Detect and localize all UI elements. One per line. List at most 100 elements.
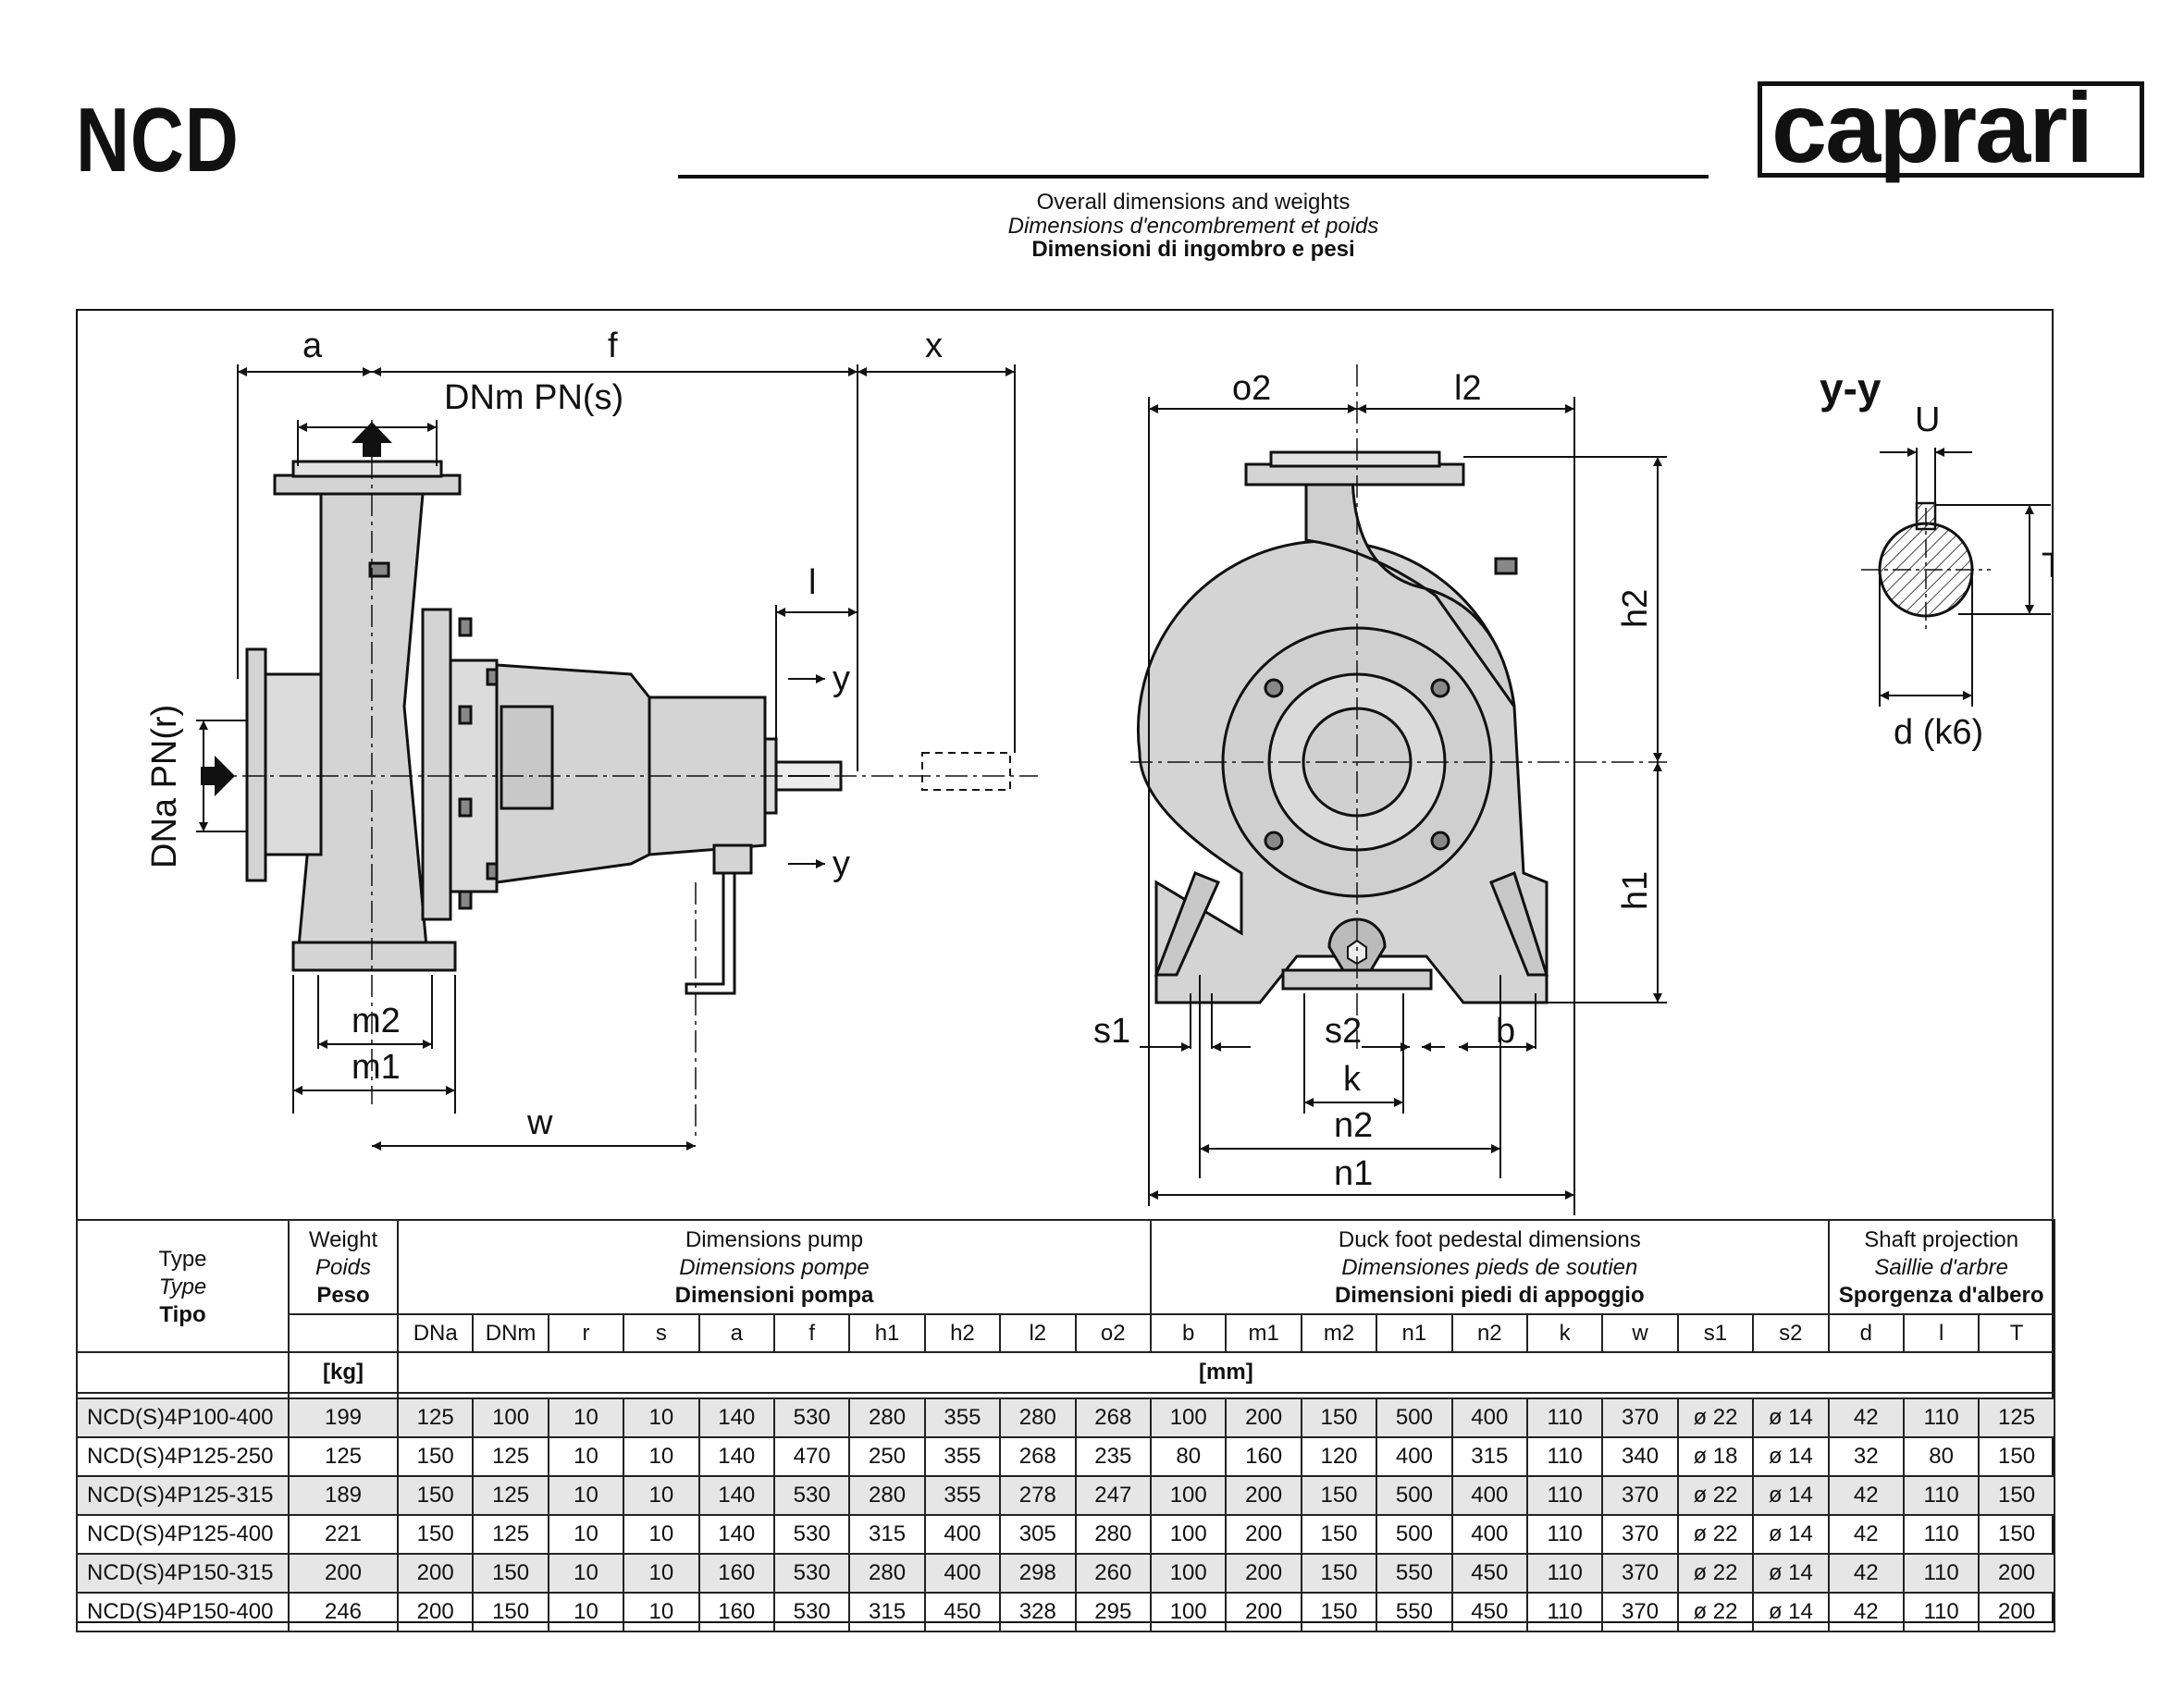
table-cell: 280 [848, 1553, 926, 1594]
table-cell: 125 [1978, 1397, 2055, 1438]
column-header: m2 [1300, 1313, 1378, 1353]
pump-type-cell: NCD(S)4P150-315 [76, 1553, 290, 1594]
table-cell: 42 [1827, 1592, 1905, 1632]
table-cell: 268 [1074, 1397, 1153, 1438]
label-h1: h1 [1616, 871, 1655, 910]
table-cell: 150 [1300, 1475, 1378, 1516]
table-cell: 100 [1150, 1553, 1228, 1594]
table-cell: 328 [999, 1592, 1077, 1632]
table-cell: 10 [623, 1553, 700, 1594]
table-cell: 200 [1978, 1592, 2055, 1632]
table-cell: 500 [1376, 1475, 1453, 1516]
model-title: NCD [76, 89, 240, 191]
table-cell: 110 [1902, 1514, 1980, 1555]
table-cell: 32 [1827, 1436, 1905, 1477]
technical-drawing: a f x DNm PN(s) DNa PN(r) l y y m2 m1 w [145, 326, 2054, 1215]
label-n2: n2 [1334, 1106, 1373, 1145]
table-cell: 355 [923, 1397, 1002, 1438]
table-cell: 370 [1601, 1397, 1679, 1438]
column-header: h2 [923, 1313, 1002, 1353]
suction-flange [245, 647, 267, 882]
table-cell: 370 [1601, 1553, 1679, 1594]
label-w: w [526, 1103, 553, 1142]
table-cell: 150 [1300, 1514, 1378, 1555]
column-header: s [623, 1313, 700, 1353]
table-cell: 268 [999, 1436, 1077, 1477]
table-cell: 100 [1150, 1514, 1228, 1555]
table-cell: 150 [1978, 1514, 2055, 1555]
table-cell: 200 [396, 1553, 475, 1594]
table-cell: 280 [848, 1397, 926, 1438]
column-header: n1 [1376, 1313, 1453, 1353]
column-header: T [1978, 1313, 2055, 1353]
table-cell: 221 [288, 1514, 399, 1555]
table-cell: 295 [1074, 1592, 1153, 1632]
table-cell: 200 [1225, 1514, 1302, 1555]
suction-arrow-icon [201, 756, 235, 796]
label-o2: o2 [1232, 369, 1271, 408]
table-cell: 110 [1525, 1553, 1604, 1594]
column-header: DNa [396, 1313, 475, 1353]
table-cell: 160 [1225, 1436, 1302, 1477]
column-header: d [1827, 1313, 1905, 1353]
discharge-arrow-icon [352, 422, 392, 457]
pump-base [291, 941, 457, 972]
table-cell: 530 [772, 1475, 851, 1516]
subtitle-french: Dimensions d'encombrement et poids [1007, 214, 1379, 239]
label-l2: l2 [1454, 369, 1482, 408]
label-s2: s2 [1325, 1012, 1362, 1051]
table-cell: 150 [396, 1514, 475, 1555]
shaft-section: y-y U T d (k6) [1820, 364, 2054, 752]
table-cell: 150 [396, 1436, 475, 1477]
table-cell: 200 [396, 1592, 475, 1632]
label-m2: m2 [352, 1002, 401, 1040]
table-cell: 450 [923, 1592, 1002, 1632]
label-x: x [925, 326, 943, 365]
label-y-top: y [833, 659, 850, 698]
table-cell: 110 [1902, 1553, 1980, 1594]
table-cell: 42 [1827, 1475, 1905, 1516]
table-cell: ø 18 [1676, 1436, 1755, 1477]
table-cell: ø 22 [1676, 1592, 1755, 1632]
side-view [245, 460, 1011, 995]
table-cell: 200 [1225, 1553, 1302, 1594]
table-cell: 246 [288, 1592, 399, 1632]
brand-logo-text: caprari [1771, 71, 2093, 183]
table-cell: 42 [1827, 1553, 1905, 1594]
table-cell: 10 [547, 1553, 625, 1594]
column-header: h1 [848, 1313, 926, 1353]
label-n1: n1 [1334, 1154, 1373, 1193]
table-cell: ø 14 [1752, 1514, 1830, 1555]
label-s1: s1 [1093, 1012, 1130, 1051]
unit-dimensions: [mm] [397, 1351, 2055, 1394]
table-cell: 530 [772, 1553, 851, 1594]
label-dna: DNa PN(r) [145, 705, 184, 868]
table-cell: 150 [1300, 1553, 1378, 1594]
table-cell: 370 [1601, 1592, 1679, 1632]
column-header: n2 [1450, 1313, 1528, 1353]
table-cell: ø 14 [1752, 1475, 1830, 1516]
table-cell: 200 [1225, 1592, 1302, 1632]
table-cell: 110 [1525, 1475, 1604, 1516]
table-cell: ø 14 [1752, 1436, 1830, 1477]
pump-type-cell: NCD(S)4P125-315 [76, 1475, 290, 1516]
table-cell: 355 [923, 1475, 1002, 1516]
table-cell: 260 [1074, 1553, 1153, 1594]
table-cell: 200 [1225, 1397, 1302, 1438]
table-cell: 247 [1074, 1475, 1153, 1516]
table-cell: 10 [547, 1397, 625, 1438]
column-header: m1 [1225, 1313, 1302, 1353]
table-cell: 110 [1902, 1592, 1980, 1632]
table-cell: 370 [1601, 1475, 1679, 1516]
table-cell: 125 [396, 1397, 475, 1438]
table-cell: 400 [1376, 1436, 1453, 1477]
table-cell: 500 [1376, 1514, 1453, 1555]
table-cell: 80 [1150, 1436, 1228, 1477]
table-cell: 110 [1525, 1397, 1604, 1438]
pump-type-cell: NCD(S)4P125-250 [76, 1436, 290, 1477]
